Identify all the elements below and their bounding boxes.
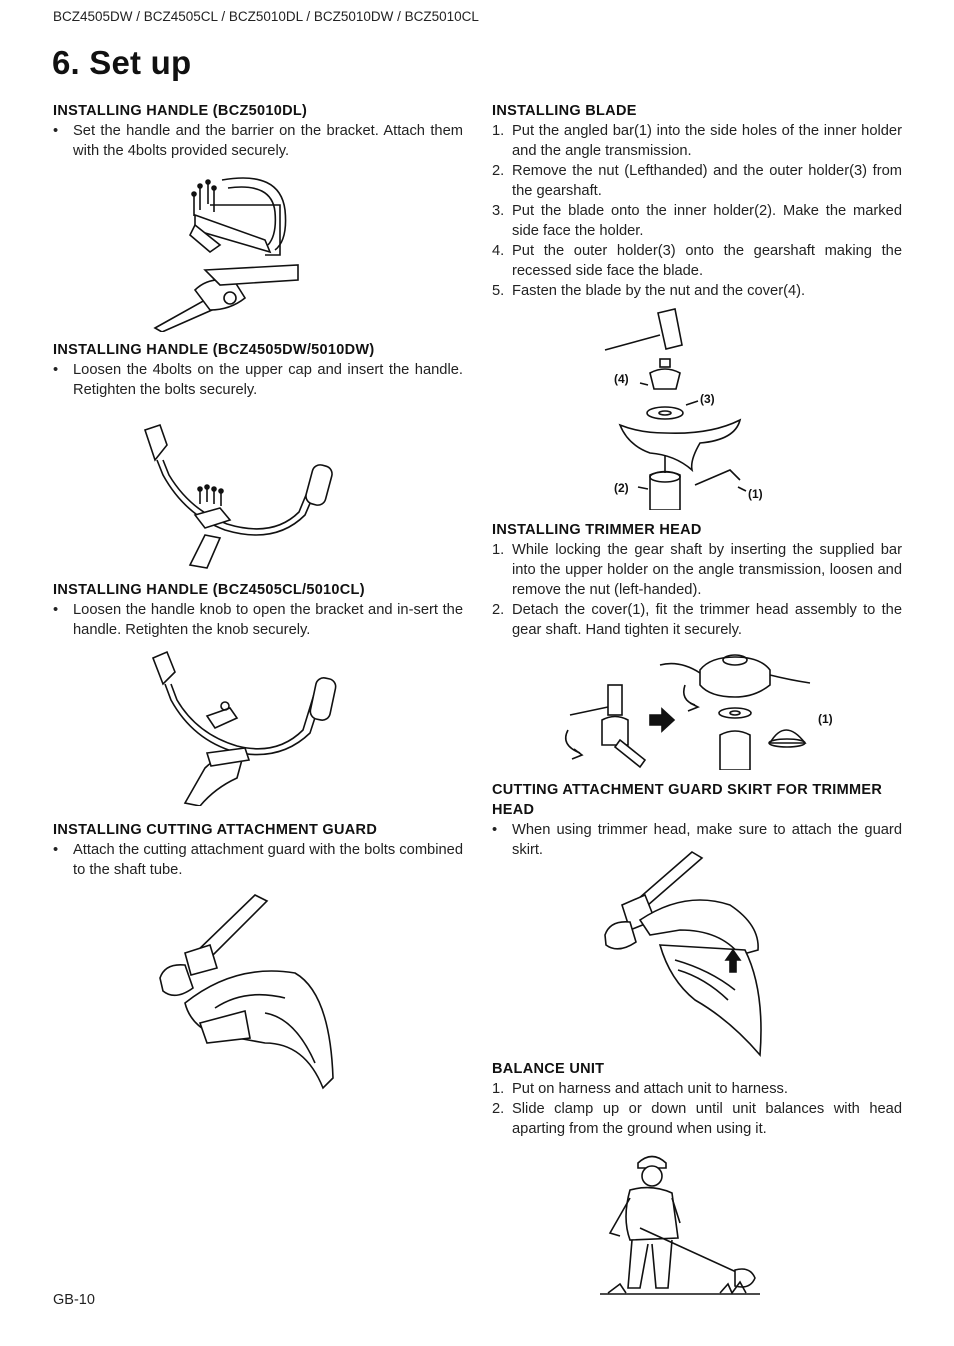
bullet-text: Loosen the handle knob to open the brack… xyxy=(73,602,463,638)
section-trimmer-head: INSTALLING TRIMMER HEAD 1. While locking … xyxy=(492,520,902,640)
step-number: 2. xyxy=(492,602,505,618)
step-item: 1. Put on harness and attach unit to harn… xyxy=(492,1079,902,1099)
trimmer-head-illustration: (1) xyxy=(564,654,833,770)
handle-cl-illustration xyxy=(151,650,337,806)
step-text: Slide clamp up or down until unit balanc… xyxy=(512,1101,902,1137)
bullet-marker: • xyxy=(53,602,59,618)
step-item: 2. Detach the cover(1), fit the trimmer h… xyxy=(492,600,902,640)
step-number: 2. xyxy=(492,1101,505,1117)
section-heading: INSTALLING TRIMMER HEAD xyxy=(492,522,702,538)
bullet-item: • Set the handle and the barrier on the … xyxy=(53,121,463,161)
step-item: 2. Remove the nut (Lefthanded) and the ou… xyxy=(492,161,902,201)
step-number: 1. xyxy=(492,123,505,139)
section-heading: CUTTING ATTACHMENT GUARD SKIRT FOR TRIMM… xyxy=(492,782,883,818)
section-handle-dw: INSTALLING HANDLE (BCZ4505DW/5010DW) • L… xyxy=(53,340,463,400)
section-heading: INSTALLING BLADE xyxy=(492,103,637,119)
bullet-text: Attach the cutting attachment guard with… xyxy=(73,842,463,878)
section-heading: INSTALLING CUTTING ATTACHMENT GUARD xyxy=(53,822,378,838)
page-title: 6. Set up xyxy=(52,44,192,81)
balance-operator-illustration xyxy=(600,1155,760,1295)
step-number: 5. xyxy=(492,283,505,299)
step-number: 2. xyxy=(492,163,505,179)
label-3: (3) xyxy=(700,392,715,406)
label-2: (2) xyxy=(614,481,629,495)
step-number: 1. xyxy=(492,542,505,558)
label-4: (4) xyxy=(614,372,629,386)
bullet-item: • Attach the cutting attachment guard wi… xyxy=(53,840,463,880)
bullet-marker: • xyxy=(53,362,59,378)
model-list-header: BCZ4505DW / BCZ4505CL / BCZ5010DL / BCZ5… xyxy=(53,9,479,24)
section-heading: INSTALLING HANDLE (BCZ4505CL/5010CL) xyxy=(53,582,365,598)
step-item: 1. Put the angled bar(1) into the side ho… xyxy=(492,121,902,161)
section-handle-cl: INSTALLING HANDLE (BCZ4505CL/5010CL) • L… xyxy=(53,580,463,640)
bullet-item: • Loosen the 4bolts on the upper cap and… xyxy=(53,360,463,400)
label-1: (1) xyxy=(748,487,763,501)
label-1: (1) xyxy=(818,712,833,726)
step-item: 5. Fasten the blade by the nut and the co… xyxy=(492,281,902,301)
section-heading: INSTALLING HANDLE (BCZ5010DL) xyxy=(53,103,308,119)
step-text: Detach the cover(1), fit the trimmer hea… xyxy=(512,602,902,638)
step-text: Put the outer holder(3) onto the gearsha… xyxy=(512,243,902,279)
section-guard-skirt: CUTTING ATTACHMENT GUARD SKIRT FOR TRIMM… xyxy=(492,780,902,860)
step-text: Put the blade onto the inner holder(2). … xyxy=(512,203,902,239)
bullet-text: Set the handle and the barrier on the br… xyxy=(73,123,463,159)
step-text: Put on harness and attach unit to harnes… xyxy=(512,1081,788,1097)
step-item: 3. Put the blade onto the inner holder(2)… xyxy=(492,201,902,241)
section-guard: INSTALLING CUTTING ATTACHMENT GUARD • At… xyxy=(53,820,463,880)
bullet-item: • When using trimmer head, make sure to … xyxy=(492,820,902,860)
step-number: 3. xyxy=(492,203,505,219)
section-blade: INSTALLING BLADE 1. Put the angled bar(1)… xyxy=(492,101,902,301)
step-item: 2. Slide clamp up or down until unit bala… xyxy=(492,1099,902,1139)
step-text: Fasten the blade by the nut and the cove… xyxy=(512,283,806,299)
step-number: 1. xyxy=(492,1081,505,1097)
step-text: While locking the gear shaft by insertin… xyxy=(512,542,902,598)
bullet-marker: • xyxy=(53,842,59,858)
step-item: 4. Put the outer holder(3) onto the gears… xyxy=(492,241,902,281)
bullet-text: Loosen the 4bolts on the upper cap and i… xyxy=(73,362,463,398)
bullet-item: • Loosen the handle knob to open the bra… xyxy=(53,600,463,640)
step-item: 1. While locking the gear shaft by insert… xyxy=(492,540,902,600)
bullet-text: When using trimmer head, make sure to at… xyxy=(512,822,902,858)
section-heading: INSTALLING HANDLE (BCZ4505DW/5010DW) xyxy=(53,342,375,358)
bullet-marker: • xyxy=(53,123,59,139)
handle-dl-illustration xyxy=(153,177,299,332)
step-text: Remove the nut (Lefthanded) and the oute… xyxy=(512,163,902,199)
guard-skirt-illustration xyxy=(604,851,762,1057)
section-heading: BALANCE UNIT xyxy=(492,1061,605,1077)
handle-dw-illustration xyxy=(143,423,333,569)
page-number: GB-10 xyxy=(53,1292,95,1308)
blade-exploded-illustration: (4) (3) (2) (1) xyxy=(604,308,763,510)
step-text: Put the angled bar(1) into the side hole… xyxy=(512,123,902,159)
section-balance: BALANCE UNIT 1. Put on harness and attach… xyxy=(492,1059,902,1139)
guard-illustration xyxy=(159,894,334,1090)
step-number: 4. xyxy=(492,243,505,259)
section-handle-dl: INSTALLING HANDLE (BCZ5010DL) • Set the … xyxy=(53,101,463,161)
bullet-marker: • xyxy=(492,822,498,838)
